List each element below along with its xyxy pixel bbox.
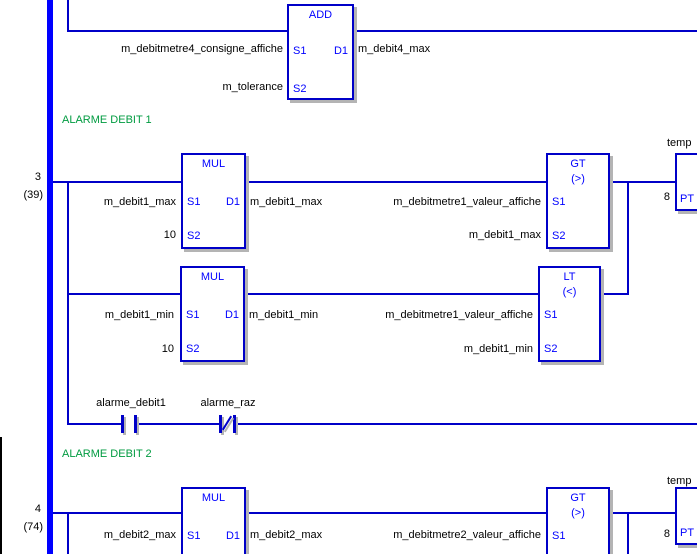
variable-label[interactable]: m_debitmetre1_valeur_affiche	[385, 309, 533, 321]
block-name: MUL	[200, 271, 225, 283]
wire	[236, 423, 697, 425]
pin-s2[interactable]: S2	[552, 230, 566, 242]
variable-label[interactable]: m_debit2_max	[103, 529, 176, 541]
wire	[67, 293, 181, 295]
literal-value[interactable]: 10	[161, 343, 174, 355]
pin-s1[interactable]: S1	[293, 45, 307, 57]
variable-label[interactable]: m_debit1_min	[463, 343, 533, 355]
pin-s1[interactable]: S1	[187, 196, 201, 208]
pin-d1[interactable]: D1	[333, 45, 348, 57]
pin-d1[interactable]: D1	[225, 196, 240, 208]
pin-s2[interactable]: S2	[293, 83, 307, 95]
wire	[67, 423, 123, 425]
contact-label[interactable]: alarme_raz	[200, 397, 256, 409]
wire	[67, 30, 289, 32]
wire	[139, 423, 220, 425]
wire	[67, 512, 69, 554]
wire	[244, 181, 548, 183]
pin-d1[interactable]: D1	[225, 530, 240, 542]
literal-value[interactable]: 8	[663, 191, 670, 203]
wire	[244, 512, 548, 514]
pin-s2[interactable]: S2	[187, 230, 201, 242]
variable-label[interactable]: m_debit4_max	[358, 43, 431, 55]
variable-label[interactable]: m_tolerance	[222, 81, 283, 93]
literal-value[interactable]: 10	[163, 229, 176, 241]
timer-instance-label[interactable]: temp	[667, 137, 692, 149]
variable-label[interactable]: m_debit1_max	[103, 196, 176, 208]
block-name: MUL	[201, 492, 226, 504]
mul-block[interactable]: MUL S1 D1	[181, 487, 246, 554]
mul-block[interactable]: MUL S1 D1 S2	[180, 266, 245, 362]
variable-label[interactable]: m_debitmetre4_consigne_affiche	[121, 43, 283, 55]
wire	[352, 30, 697, 32]
variable-label[interactable]: m_debitmetre2_valeur_affiche	[393, 529, 541, 541]
pin-s1[interactable]: S1	[544, 309, 558, 321]
wire	[599, 293, 629, 295]
power-rail	[47, 0, 53, 554]
variable-label[interactable]: m_debit1_min	[249, 309, 319, 321]
block-name: GT	[570, 492, 586, 504]
literal-value[interactable]: 8	[663, 528, 670, 540]
pin-pt[interactable]: PT	[680, 193, 695, 205]
variable-label[interactable]: m_debit1_min	[104, 309, 174, 321]
wire	[67, 181, 69, 425]
wire	[67, 0, 69, 32]
block-operator: (>)	[571, 173, 585, 185]
wire	[53, 181, 182, 183]
lt-block[interactable]: LT (<) S1 S2	[538, 266, 601, 362]
pin-s1[interactable]: S1	[552, 196, 566, 208]
rung-ref: (39)	[23, 189, 43, 201]
mul-block[interactable]: MUL S1 D1 S2	[181, 153, 246, 249]
pin-d1[interactable]: D1	[224, 309, 239, 321]
timer-block[interactable]: PT	[675, 153, 697, 211]
pin-s1[interactable]: S1	[187, 530, 201, 542]
variable-label[interactable]: m_debitmetre1_valeur_affiche	[393, 196, 541, 208]
pin-s1[interactable]: S1	[552, 530, 566, 542]
timer-instance-label[interactable]: temp	[667, 475, 692, 487]
add-block[interactable]: ADD S1 D1 S2	[287, 4, 354, 100]
wire	[608, 181, 677, 183]
rung-ref: (74)	[23, 521, 43, 533]
pin-pt[interactable]: PT	[680, 527, 695, 539]
section-comment[interactable]: ALARME DEBIT 1	[62, 114, 152, 126]
block-name: GT	[570, 158, 586, 170]
variable-label[interactable]: m_debit1_max	[250, 196, 323, 208]
pin-s1[interactable]: S1	[186, 309, 200, 321]
block-operator: (>)	[571, 507, 585, 519]
gt-block[interactable]: GT (>) S1	[546, 487, 610, 554]
wire	[53, 512, 182, 514]
wire	[243, 293, 540, 295]
page-boundary-line	[0, 437, 2, 554]
block-name: ADD	[308, 9, 333, 21]
wire	[627, 512, 629, 554]
block-operator: (<)	[562, 286, 577, 298]
pin-s2[interactable]: S2	[186, 343, 200, 355]
rung-number: 3	[34, 171, 41, 183]
section-comment[interactable]: ALARME DEBIT 2	[62, 448, 152, 460]
rung-number: 4	[34, 503, 41, 515]
gt-block[interactable]: GT (>) S1 S2	[546, 153, 610, 249]
block-name: LT	[563, 271, 576, 283]
variable-label[interactable]: m_debit2_max	[250, 529, 323, 541]
block-name: MUL	[201, 158, 226, 170]
pin-s2[interactable]: S2	[544, 343, 558, 355]
wire	[608, 512, 677, 514]
wire	[627, 181, 629, 295]
contact-label[interactable]: alarme_debit1	[96, 397, 166, 409]
variable-label[interactable]: m_debit1_max	[468, 229, 541, 241]
timer-block[interactable]: PT	[675, 487, 697, 545]
